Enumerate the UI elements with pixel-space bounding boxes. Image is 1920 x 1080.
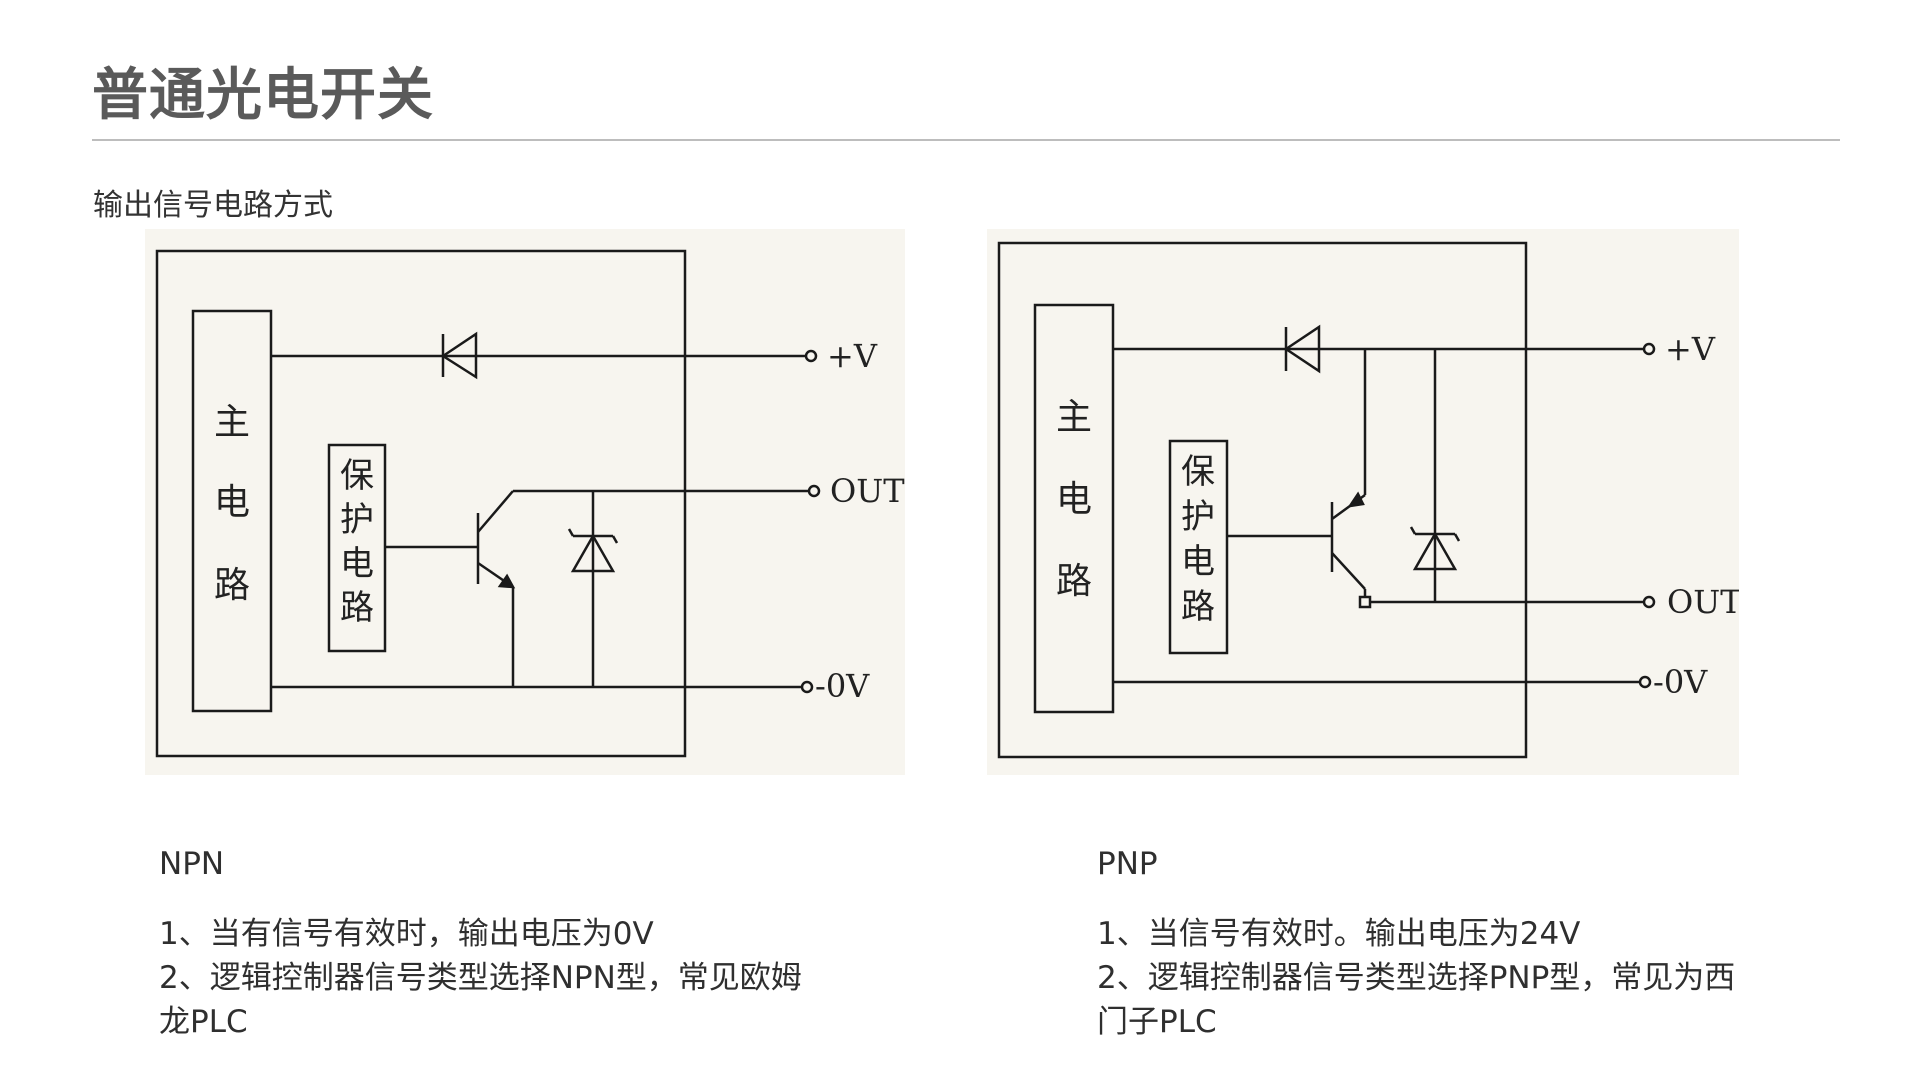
pnp-protect-char-1: 保 xyxy=(1181,452,1215,492)
pnp-caption-heading: PNP xyxy=(1097,846,1158,882)
title-divider xyxy=(92,139,1840,141)
npn-plus-v-terminal-icon xyxy=(804,349,818,363)
pnp-protect-char-2: 护 xyxy=(1181,497,1215,537)
npn-caption-heading: NPN xyxy=(159,846,225,882)
npn-main-char-1: 主 xyxy=(214,402,250,443)
npn-main-circuit-box xyxy=(191,309,273,713)
pnp-circuit-svg: +V OUT -0V 主 电 路 保 护 电 路 xyxy=(997,241,1739,759)
npn-transistor-icon xyxy=(385,490,516,687)
pnp-transistor-icon xyxy=(1227,349,1372,609)
section-subtitle: 输出信号电路方式 xyxy=(93,188,333,223)
npn-circuit-diagram: +V OUT -0V 主 电 路 保 护 电 路 xyxy=(145,229,905,775)
page-title: 普通光电开关 xyxy=(92,63,434,128)
npn-protect-char-3: 电 xyxy=(340,544,374,584)
npn-protect-char-4: 路 xyxy=(340,588,374,628)
pnp-supply-diode-icon xyxy=(1283,324,1321,374)
pnp-emitter-node-icon xyxy=(1358,595,1372,609)
npn-caption: NPN 1、当有信号有效时，输出电压为0V 2、逻辑控制器信号类型选择NPN型，… xyxy=(159,842,879,1044)
npn-plus-v-label: +V xyxy=(827,337,878,375)
npn-main-char-2: 电 xyxy=(214,482,250,523)
npn-0v-label: -0V xyxy=(815,667,870,705)
pnp-protection-box xyxy=(1168,439,1229,655)
pnp-out-terminal-icon xyxy=(1642,595,1656,609)
npn-sensor-housing xyxy=(155,249,687,758)
pnp-out-label: OUT xyxy=(1667,583,1739,621)
npn-zener-diode-icon xyxy=(567,491,619,687)
npn-out-terminal-icon xyxy=(807,484,821,498)
npn-protect-char-2: 护 xyxy=(340,500,374,540)
pnp-main-circuit-box xyxy=(1033,303,1115,714)
npn-out-label: OUT xyxy=(830,472,905,510)
pnp-plus-v-terminal-icon xyxy=(1642,342,1656,356)
npn-supply-diode-icon xyxy=(440,331,478,380)
pnp-caption-line-2: 2、逻辑控制器信号类型选择PNP型，常见为西 xyxy=(1097,960,1736,996)
pnp-caption-line-1: 1、当信号有效时。输出电压为24V xyxy=(1097,916,1581,952)
npn-main-char-3: 路 xyxy=(214,565,250,606)
pnp-caption: PNP 1、当信号有效时。输出电压为24V 2、逻辑控制器信号类型选择PNP型，… xyxy=(1097,842,1817,1044)
npn-caption-line-1: 1、当有信号有效时，输出电压为0V xyxy=(159,916,654,952)
pnp-main-char-1: 主 xyxy=(1056,397,1092,438)
npn-protect-char-1: 保 xyxy=(340,456,374,496)
pnp-main-char-3: 路 xyxy=(1056,561,1092,602)
pnp-sensor-housing xyxy=(997,241,1528,759)
pnp-0v-terminal-icon xyxy=(1638,675,1652,689)
npn-0v-terminal-icon xyxy=(800,680,814,694)
npn-caption-line-3: 龙PLC xyxy=(159,1004,248,1040)
pnp-zener-diode-icon xyxy=(1409,349,1461,602)
pnp-0v-label: -0V xyxy=(1653,663,1708,701)
pnp-plus-v-label: +V xyxy=(1665,330,1716,368)
pnp-caption-line-3: 门子PLC xyxy=(1097,1004,1217,1040)
pnp-main-char-2: 电 xyxy=(1056,479,1092,520)
npn-circuit-svg: +V OUT -0V 主 电 路 保 护 电 路 xyxy=(155,249,905,758)
npn-caption-line-2: 2、逻辑控制器信号类型选择NPN型，常见欧姆 xyxy=(159,960,802,996)
pnp-protect-char-4: 路 xyxy=(1181,587,1215,627)
pnp-protect-char-3: 电 xyxy=(1181,542,1215,582)
pnp-circuit-diagram: +V OUT -0V 主 电 路 保 护 电 路 xyxy=(987,229,1739,775)
